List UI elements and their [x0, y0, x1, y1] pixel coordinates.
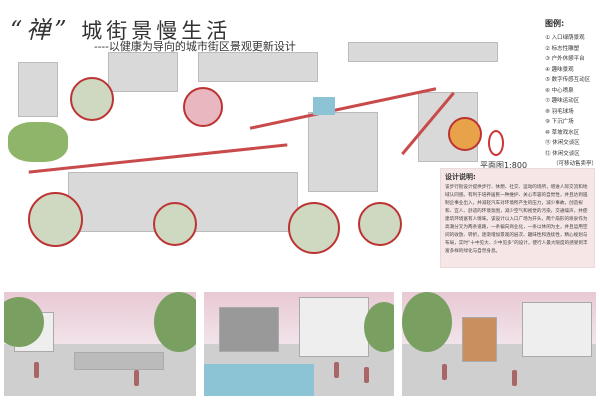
legend-item: ③ 户外休憩平台 [545, 56, 585, 62]
plan-scale: 平面图1:800 [480, 161, 528, 170]
detail-circle [358, 202, 402, 246]
building-block [198, 52, 318, 82]
rendering-1 [4, 292, 196, 396]
legend-item: ① 入口绿荫景观 [545, 35, 585, 41]
legend-item: ⑦ 趣味运动区 [545, 98, 580, 104]
detail-circle [28, 192, 83, 247]
legend-item: ⑥ 中心喷泉 [545, 87, 574, 94]
legend-item: ⑫ 休闲交谈区 [545, 150, 580, 157]
site-plan [8, 42, 508, 254]
building-block [308, 112, 378, 192]
design-description: 设计说明: 该步行街设计提供步行、休憩、社交、运动的场所，增进人际交流和地域认同… [440, 168, 595, 268]
legend-heading: 图例: [545, 19, 565, 28]
title-quote: “禅” [10, 16, 71, 44]
legend-item: （可移动售卖亭） [553, 161, 598, 167]
legend-item: ⑧ 羽毛球场 [545, 108, 574, 115]
poster-subtitle: ----以健康为导向的城市街区景观更新设计 [94, 40, 296, 53]
legend-item: ⑤ 数字传感互动区 [545, 77, 591, 83]
legend-item: ④ 趣味景观 [545, 66, 574, 73]
north-arrow-icon [488, 130, 504, 156]
detail-circle [288, 202, 340, 254]
detail-circle [448, 117, 482, 151]
building-block [18, 62, 58, 117]
title-main: 城街景慢生活 [81, 19, 232, 43]
detail-circle [70, 77, 114, 121]
legend-item: ⑩ 草坡戏水区 [545, 129, 580, 136]
detail-circle [153, 202, 197, 246]
description-text: 该步行街设计提供步行、休憩、社交、运动的场所，增进人际交流和地域认同感。有利于培… [445, 185, 588, 254]
rendering-3 [402, 292, 596, 396]
building-block [108, 52, 178, 92]
legend: 图例: ① 入口绿荫景观 ② 标志性雕塑 ③ 户外休憩平台 ④ 趣味景观 ⑤ 数… [545, 18, 597, 170]
legend-item: ⑨ 下沉广场 [545, 119, 574, 125]
description-heading: 设计说明: [445, 173, 476, 181]
rendering-2 [204, 292, 394, 396]
legend-item: ⑪ 休闲交谈区 [545, 140, 580, 146]
poster-title: “禅” 城街景慢生活 [10, 10, 231, 45]
green-area [8, 122, 68, 162]
building-block [348, 42, 498, 62]
fountain [313, 97, 335, 115]
detail-circle [183, 87, 223, 127]
legend-item: ② 标志性雕塑 [545, 45, 580, 52]
